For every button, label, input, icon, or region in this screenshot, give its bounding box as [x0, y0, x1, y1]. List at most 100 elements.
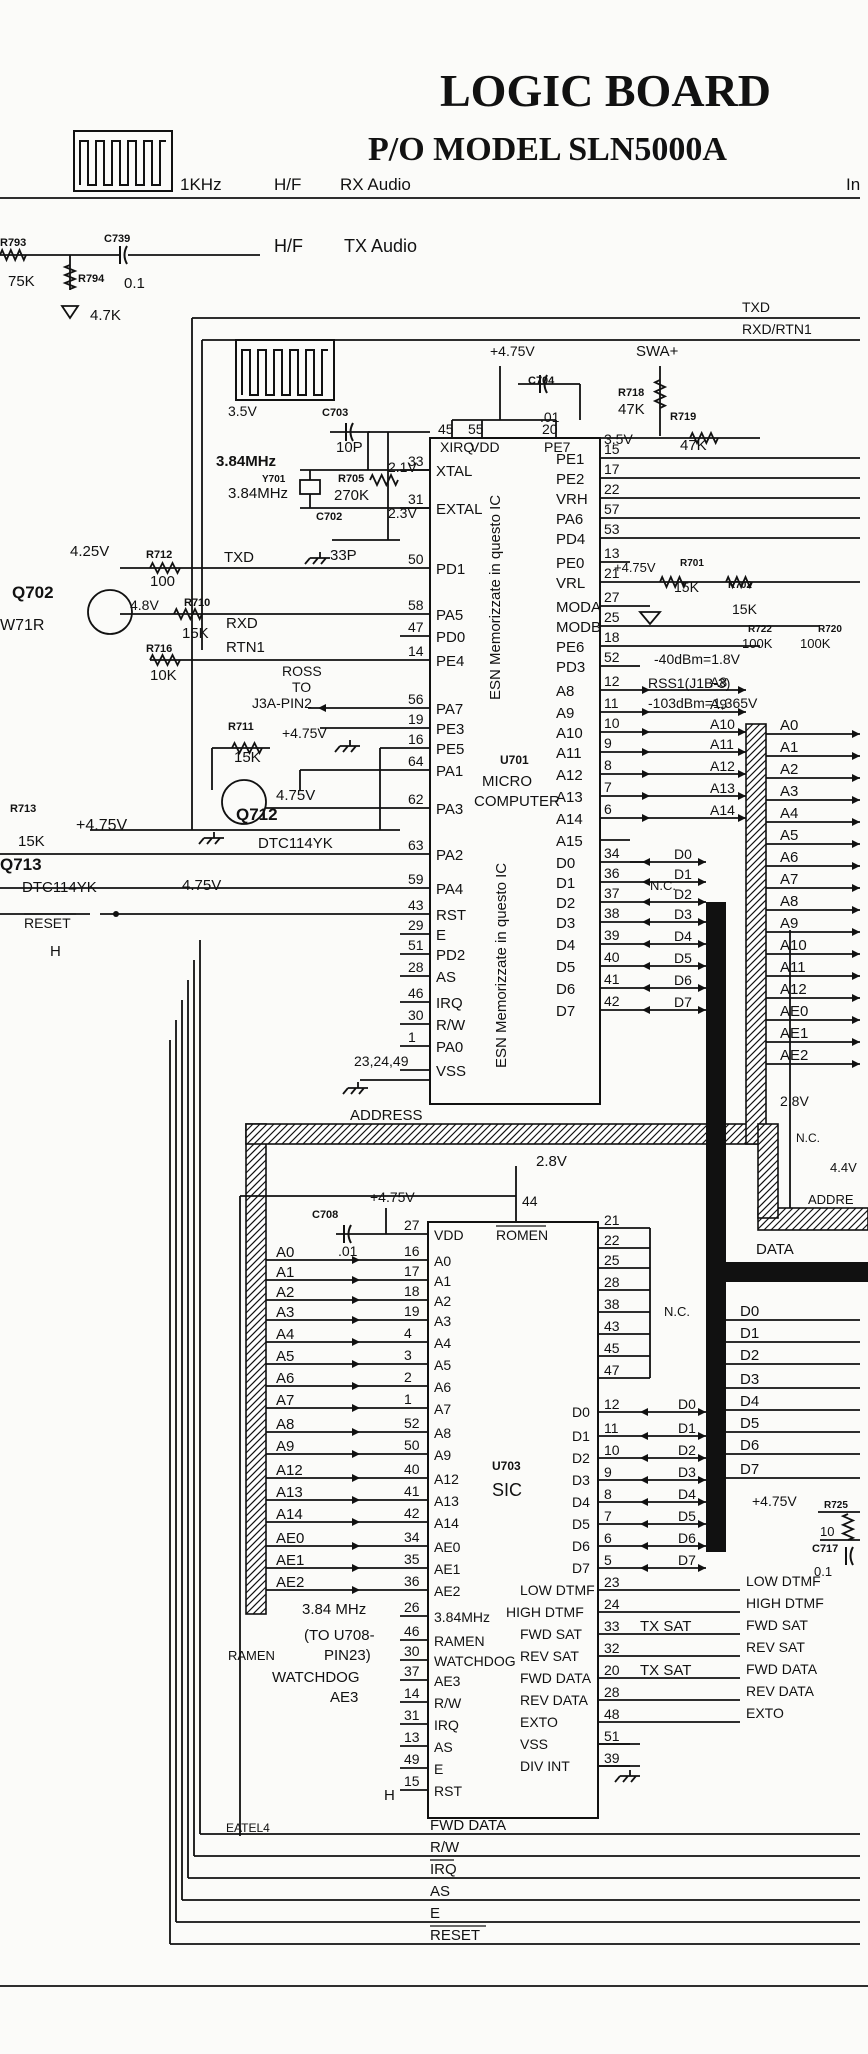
u701-pin-r-pd3: PD3	[556, 659, 585, 676]
right-signal-6: EXTO	[746, 1705, 784, 1721]
u703-pin-num-11: 40	[404, 1461, 420, 1477]
u701-pin-num-2: 50	[408, 551, 424, 567]
sic-note-1: (TO U708-	[304, 1627, 375, 1644]
q713-ref: Q713	[0, 855, 42, 874]
u703-sic	[427, 1221, 599, 1819]
u703-data-wire-d4: D4	[678, 1486, 696, 1502]
u701-pin-r-d6: D6	[556, 981, 575, 998]
u703-data-pin-num-0: 12	[604, 1396, 620, 1412]
r720-value: 100K	[800, 636, 831, 651]
u703-sig-pin-num-2: 33	[604, 1618, 620, 1634]
u703-nc-pin-6: 45	[604, 1340, 620, 1356]
u703-sig-pin-0: LOW DTMF	[520, 1582, 595, 1598]
u701-pin-pa7: PA7	[436, 701, 463, 718]
u703-pin-ramen: RAMEN	[434, 1633, 485, 1649]
u703-pin-as: AS	[434, 1739, 453, 1755]
r701-ref: R701	[680, 558, 704, 569]
right-signal-3: REV SAT	[746, 1639, 805, 1655]
u701-pin-num-15: 51	[408, 937, 424, 953]
u701-top-pin-xirq: XIRQ	[440, 439, 474, 455]
u701-pin-pe4: PE4	[436, 653, 464, 670]
r701-value: 15K	[674, 579, 700, 595]
r722-ref: R722	[748, 624, 772, 635]
address-line-a9: A9	[780, 915, 798, 932]
u703-pin-a1: A1	[434, 1273, 451, 1289]
sic-note-0: 3.84 MHz	[302, 1601, 366, 1618]
u703-pin-ae3: AE3	[434, 1673, 461, 1689]
u703-sig-pin-num-1: 24	[604, 1596, 620, 1612]
u703-sig-pin-num-0: 23	[604, 1574, 620, 1590]
u703-pin-num-18: 46	[404, 1623, 420, 1639]
pd1-net-label: TXD	[224, 549, 254, 566]
u703-wire-a1: A1	[276, 1264, 294, 1281]
right-data-d7: D7	[740, 1461, 759, 1478]
ross-destination: J3A-PIN2	[252, 695, 312, 711]
u701-pin-pd1: PD1	[436, 561, 465, 578]
u703-sig-pin-num-7: 51	[604, 1728, 620, 1744]
pe4-net-label: RTN1	[226, 639, 265, 656]
u703-sig-pin-5: REV DATA	[520, 1692, 589, 1708]
u703-data-wire-d6: D6	[678, 1530, 696, 1546]
r712-value: 100	[150, 573, 175, 590]
mid-data-d5: D5	[674, 950, 692, 966]
q713-voltage: 4.75V	[182, 877, 221, 894]
u703-data-pin-num-5: 7	[604, 1508, 612, 1524]
mid-data-d2: D2	[674, 886, 692, 902]
u703-data-wire-d7: D7	[678, 1552, 696, 1568]
r794-value: 4.7K	[90, 307, 121, 324]
rssi-scale-1: -40dBm=1.8V	[654, 651, 741, 667]
u701-pin-r-a9: A9	[556, 705, 574, 722]
u703-data-pin-num-3: 9	[604, 1464, 612, 1480]
u703-wire-a12: A12	[276, 1462, 303, 1479]
u703-sig-wire-4: TX SAT	[640, 1662, 691, 1679]
r713-ref: R713	[10, 803, 36, 815]
u701-top-pin-pe7: PE7	[544, 439, 571, 455]
u703-nc-pin-7: 47	[604, 1362, 620, 1378]
r793-ref: R793	[0, 237, 26, 249]
u703-pin-ae2: AE2	[434, 1583, 461, 1599]
u701-pin-r-moda: MODA	[556, 599, 601, 616]
rxd-rtn1-label: RXD/RTN1	[742, 321, 812, 337]
u701-pin-num-14: 29	[408, 917, 424, 933]
address-line-a5: A5	[780, 827, 798, 844]
u703-nc-pin-3: 28	[604, 1274, 620, 1290]
tx-audio-label: TX Audio	[344, 236, 417, 256]
u703-nc-pin-5: 43	[604, 1318, 620, 1334]
u703-pin-ae0: AE0	[434, 1539, 461, 1555]
u703-pin-rw: R/W	[434, 1695, 462, 1711]
u703-wire-a13: A13	[276, 1484, 303, 1501]
address-bus-label-right: ADDRE	[808, 1192, 854, 1207]
u703-sig-pin-7: VSS	[520, 1736, 548, 1752]
reset-label: RESET	[24, 915, 71, 931]
address-line-a10: A10	[780, 937, 807, 954]
right-data-d6: D6	[740, 1437, 759, 1454]
u701-pin-r-d4: D4	[556, 937, 575, 954]
right-supply: +4.75V	[752, 1493, 797, 1509]
xtal-label-2: 3.84MHz	[228, 485, 288, 502]
u701-pin-vss: VSS	[436, 1063, 466, 1080]
u703-data-pin-num-7: 5	[604, 1552, 612, 1568]
u701-pin-num-r-10: 52	[604, 649, 620, 665]
u701-pin-num-r-15: 8	[604, 757, 612, 773]
u703-left-pins: 27VDD16A0A017A1A118A2A219A3A34A4A43A5A52…	[276, 1217, 516, 1799]
u701-pin-num-16: 28	[408, 959, 424, 975]
u701-pin-rst: RST	[436, 907, 466, 924]
u701-pin-num-r-24: 40	[604, 949, 620, 965]
address-line-ae0: AE0	[780, 1003, 808, 1020]
u701-pin-num-18: 30	[408, 1007, 424, 1023]
u701-ref: U701	[500, 753, 529, 767]
u701-pin-num-8: 16	[408, 731, 424, 747]
address-line-a1: A1	[780, 739, 798, 756]
u701-pin-num-r-25: 41	[604, 971, 620, 987]
r720-ref: R720	[818, 624, 842, 635]
rx-audio-label: RX Audio	[340, 175, 411, 194]
r719-ref: R719	[670, 411, 696, 423]
u701-supply: +4.75V	[490, 343, 535, 359]
mid-data-d0: D0	[674, 846, 692, 862]
u703-data-pin-num-4: 8	[604, 1486, 612, 1502]
romen-pin-num: 44	[522, 1193, 538, 1209]
u703-pin-a4: A4	[434, 1335, 451, 1351]
